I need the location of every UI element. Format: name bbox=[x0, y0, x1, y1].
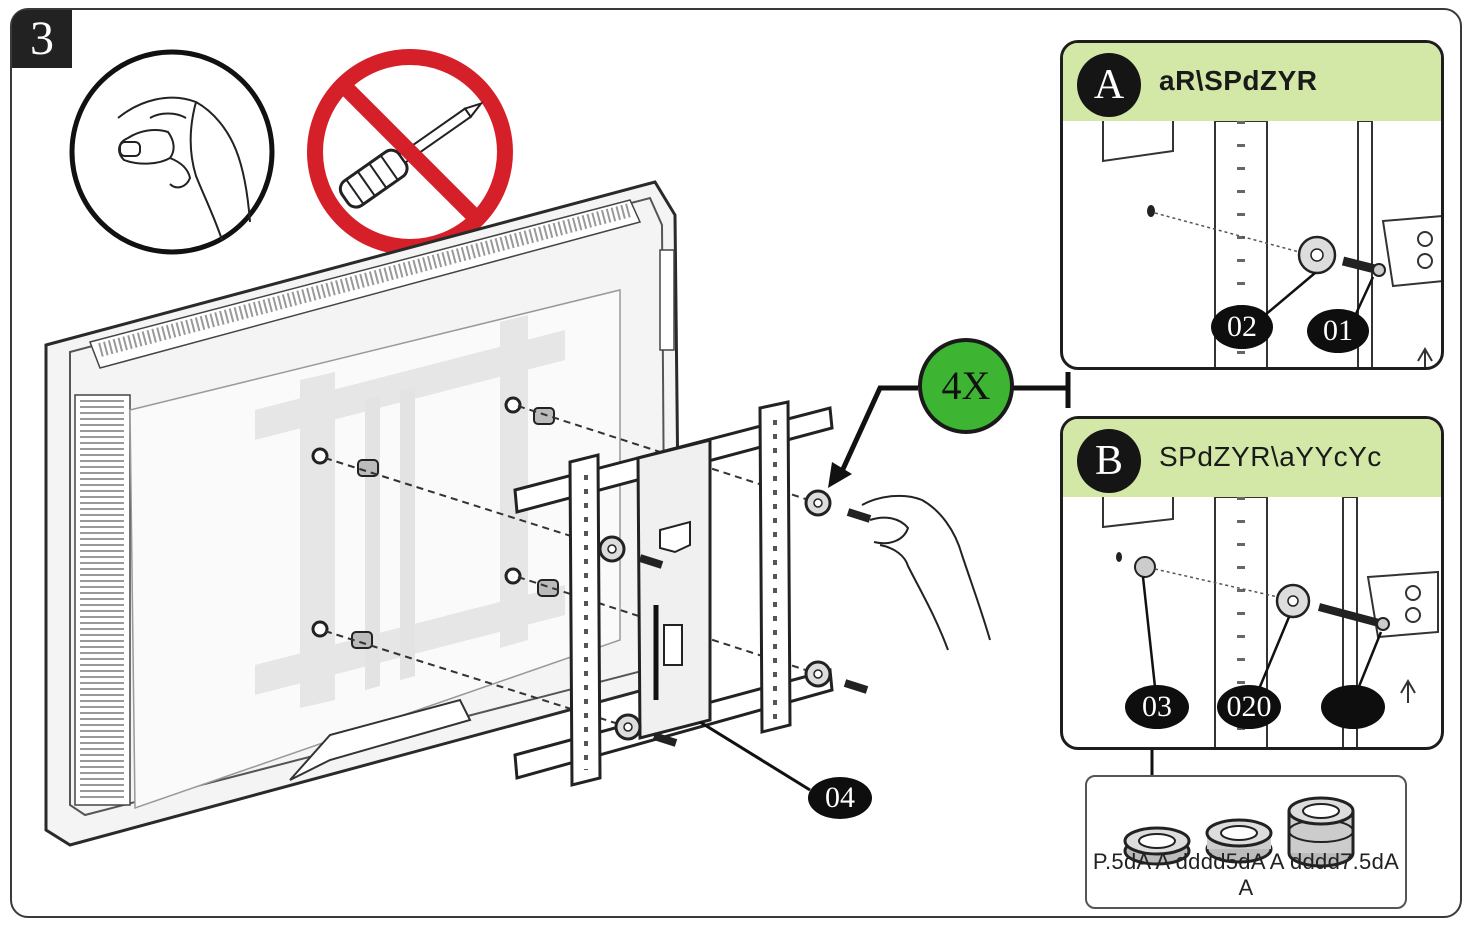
tv-back-panel bbox=[44, 180, 682, 847]
tv-mounting-holes bbox=[311, 396, 559, 649]
quantity-badge: 4X bbox=[918, 338, 1014, 434]
panel-b-letter: B bbox=[1077, 429, 1141, 493]
panel-a-letter: A bbox=[1077, 53, 1141, 117]
detail-panel-b: B SPdZYR\aYYcYc 03 020 bbox=[1060, 416, 1444, 750]
panel-b-callout-spacer: 03 bbox=[1125, 685, 1189, 729]
no-screwdriver-icon bbox=[307, 49, 513, 255]
callout-bracket: 04 bbox=[808, 777, 872, 819]
spacer-large bbox=[1287, 796, 1355, 868]
instruction-frame bbox=[10, 8, 1462, 918]
spacer-sizes-label: P.5dA A dddd5dA A dddd7.5dA A bbox=[1092, 849, 1400, 900]
detail-panel-a: A aR\SPdZYR 02 01 bbox=[1060, 40, 1444, 370]
hand-inserting-screw bbox=[861, 494, 991, 651]
spacer-sizes-illustration bbox=[1123, 796, 1355, 868]
mounting-bracket bbox=[513, 400, 834, 787]
hand-tighten-icon bbox=[69, 49, 275, 255]
panel-b-callout-washer: 020 bbox=[1217, 685, 1281, 729]
panel-b-callout-screw bbox=[1321, 685, 1385, 729]
spacer-medium bbox=[1205, 818, 1273, 864]
step-number: 3 bbox=[12, 10, 72, 68]
bracket-leader-line bbox=[699, 720, 811, 792]
panel-b-title: SPdZYR\aYYcYc bbox=[1159, 441, 1382, 472]
bracket-screws bbox=[598, 489, 872, 747]
panel-a-title: aR\SPdZYR bbox=[1159, 65, 1318, 96]
quantity-arrow bbox=[828, 372, 1071, 488]
panel-a-callout-washer: 02 bbox=[1211, 305, 1273, 349]
spacer-sizes-box: P.5dA A dddd5dA A dddd7.5dA A bbox=[1085, 775, 1407, 909]
panel-a-callout-screw: 01 bbox=[1307, 309, 1369, 353]
spacer-small bbox=[1123, 826, 1191, 866]
